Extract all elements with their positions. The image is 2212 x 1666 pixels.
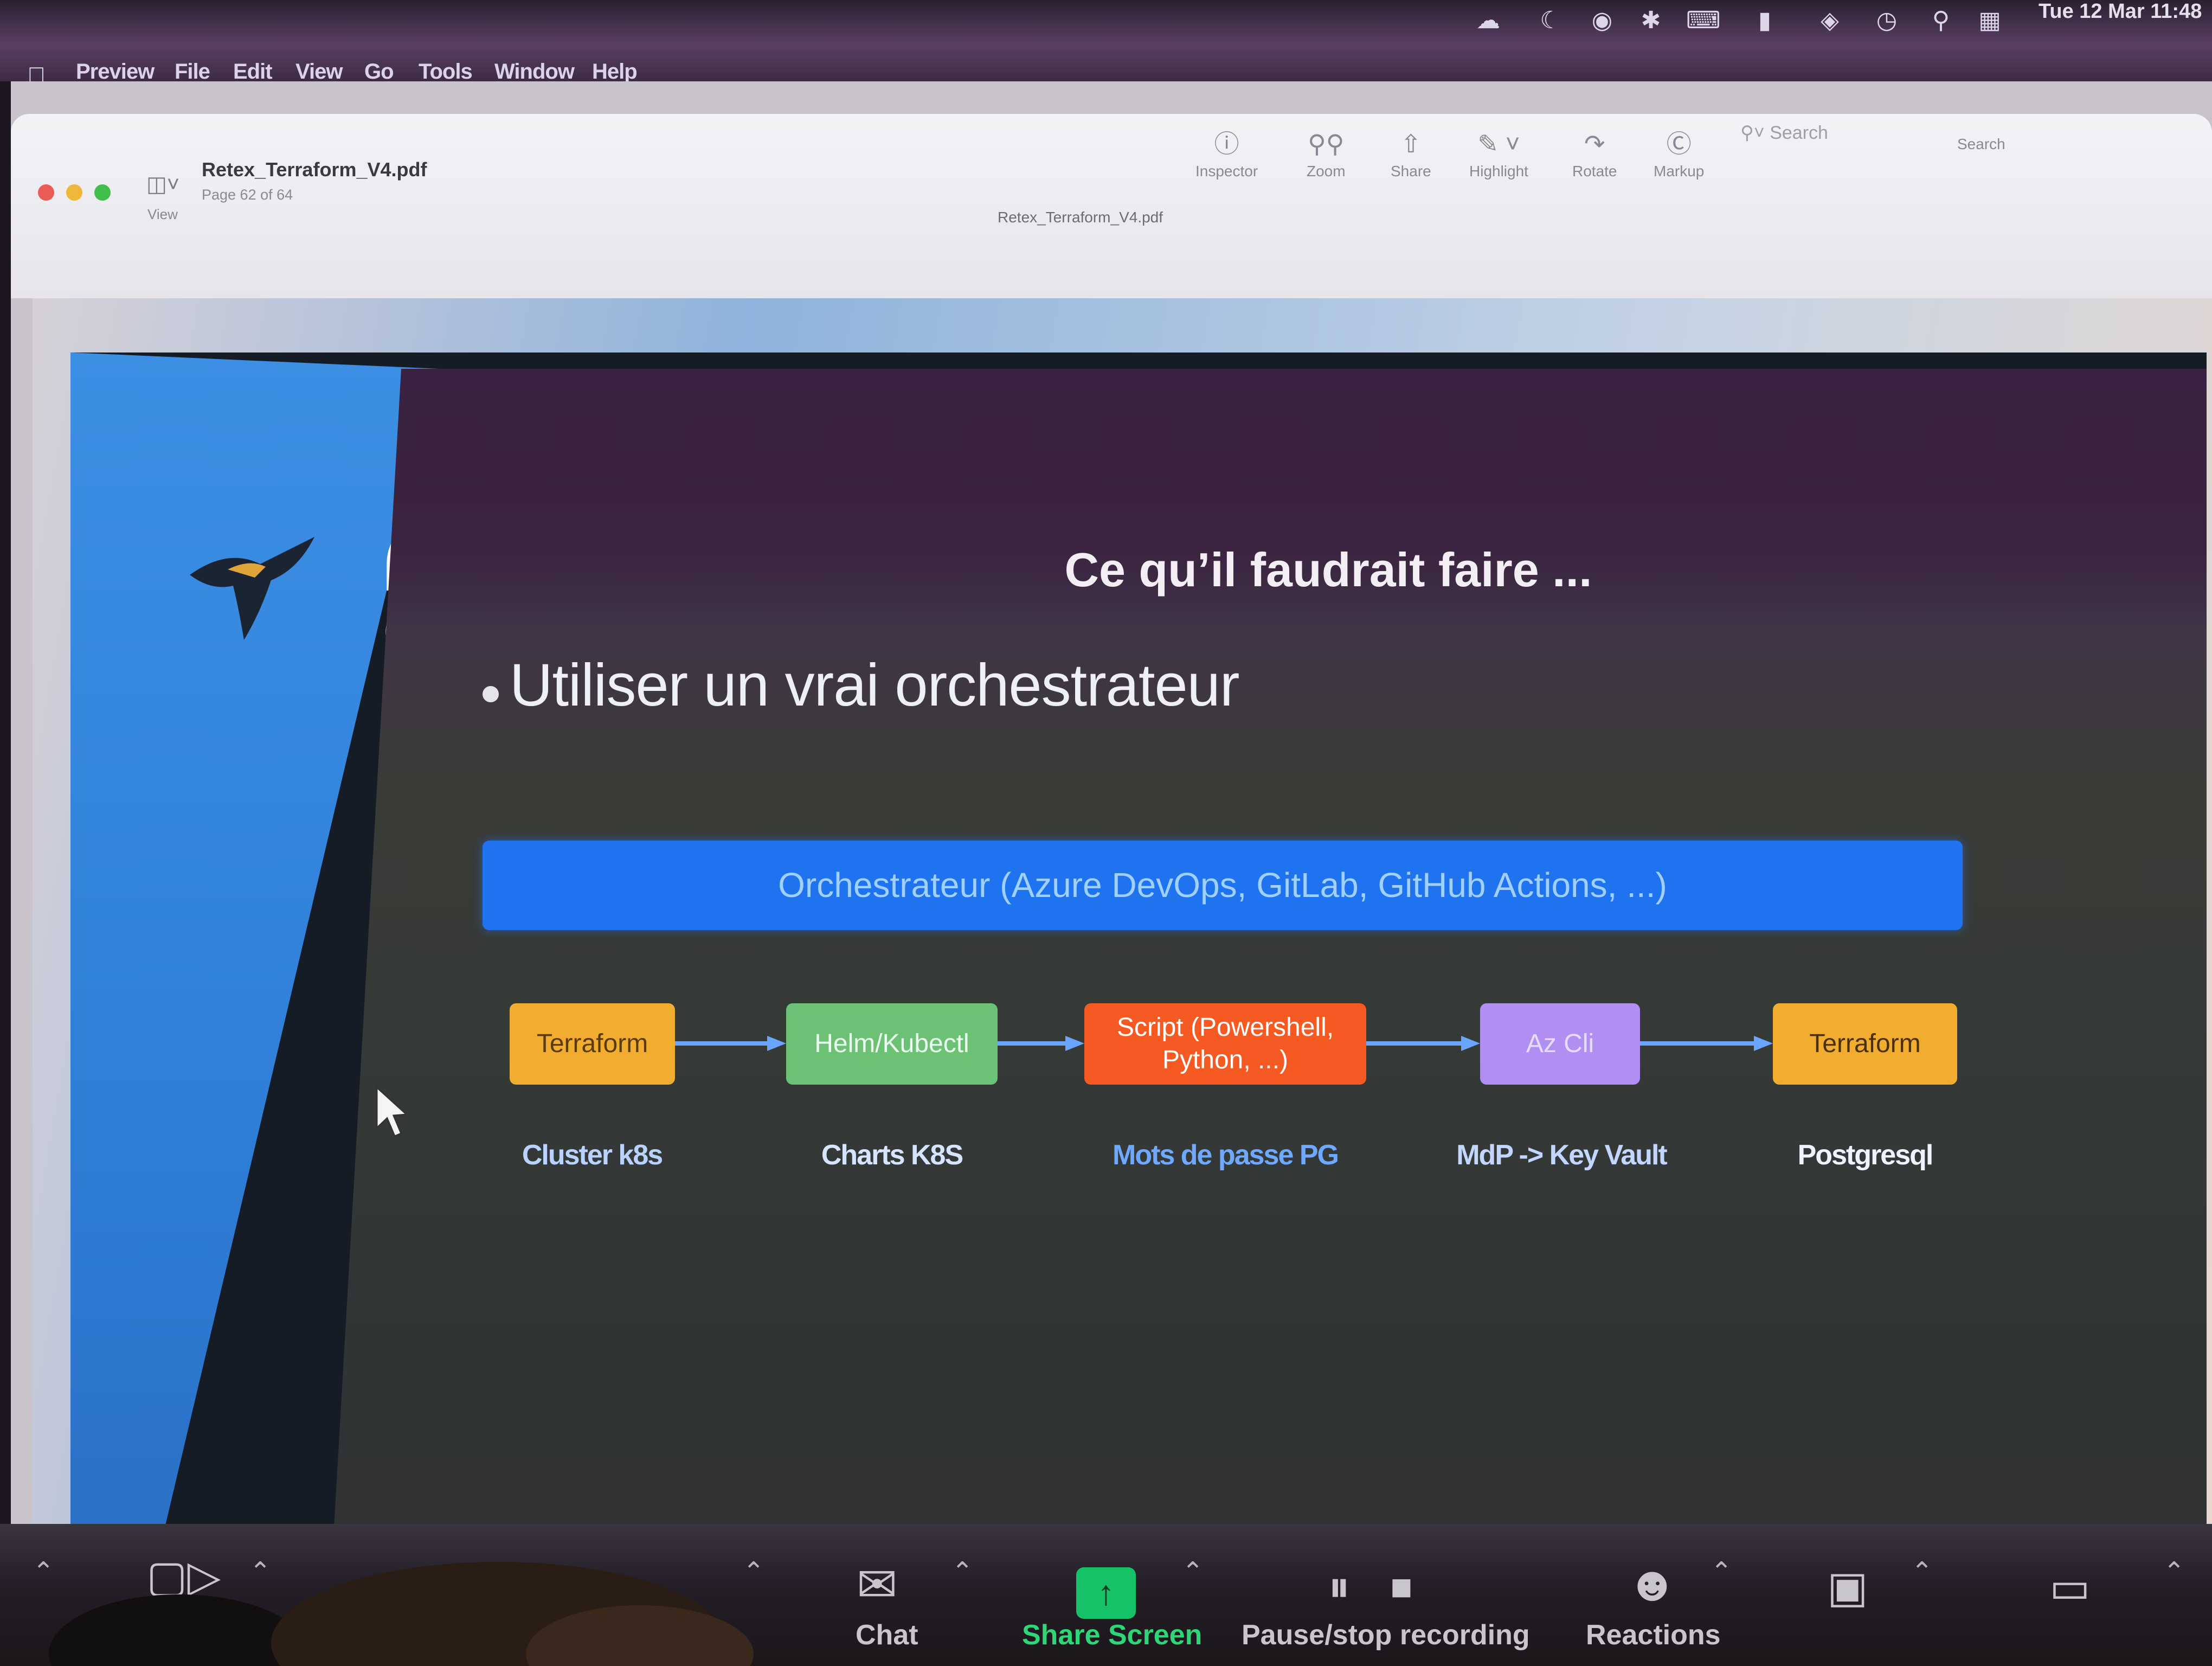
zoom-label: Zoom: [1307, 163, 1346, 180]
window-center-title: Retex_Terraform_V4.pdf: [998, 209, 1163, 226]
pipeline-label-passwords: Mots de passe PG: [1113, 1139, 1339, 1171]
pause-stop-recording-label[interactable]: Pause/stop recording: [1242, 1619, 1530, 1651]
pause-recording-icon[interactable]: ⏸: [1328, 1562, 1350, 1611]
menu-view[interactable]: View: [295, 60, 343, 84]
video-options-caret-icon[interactable]: ⌃: [249, 1558, 272, 1586]
pipeline-box-script: Script (Powershell, Python, ...): [1084, 1003, 1366, 1085]
pipeline-arrow-2: [998, 1036, 1084, 1051]
battery-icon[interactable]: ▮: [1758, 7, 1772, 34]
sidebar-toggle-icon[interactable]: ◫˅: [146, 172, 180, 196]
pipeline-box-helm-kubectl: Helm/Kubectl: [786, 1003, 998, 1085]
mouse-pointer-icon: [376, 1085, 407, 1137]
menu-go[interactable]: Go: [364, 60, 394, 84]
share-screen-label[interactable]: Share Screen: [1022, 1619, 1203, 1651]
rotate-label: Rotate: [1572, 163, 1617, 180]
highlight-label: Highlight: [1469, 163, 1528, 180]
bluetooth-icon[interactable]: ✱: [1641, 7, 1661, 34]
menu-help[interactable]: Help: [592, 60, 638, 84]
window-close-button[interactable]: [38, 184, 54, 201]
apps-caret-icon[interactable]: ⌃: [1911, 1558, 1933, 1586]
markup-icon: Ⓒ: [1666, 130, 1692, 158]
audio-options-caret-icon[interactable]: ⌃: [33, 1558, 55, 1586]
pipeline-label-postgresql: Postgresql: [1797, 1139, 1934, 1171]
search-placeholder: Search: [1770, 123, 1828, 143]
zoom-button[interactable]: ⚲⚲ Zoom: [1307, 125, 1346, 180]
pipeline-label-keyvault: MdP -> Key Vault: [1456, 1139, 1668, 1171]
pipeline-box-terraform-cluster: Terraform: [510, 1003, 675, 1085]
record-icon[interactable]: ◉: [1591, 7, 1613, 34]
slide-content: [331, 369, 2207, 1584]
cloud-icon[interactable]: ☁: [1476, 7, 1500, 34]
pipeline-label-charts: Charts K8S: [821, 1139, 963, 1171]
share-screen-arrow-icon[interactable]: ↑: [1076, 1567, 1136, 1619]
moon-icon[interactable]: ☾: [1540, 7, 1561, 34]
search-label: Search: [1957, 136, 2005, 152]
menu-file[interactable]: File: [175, 60, 210, 84]
menu-window[interactable]: Window: [494, 60, 575, 84]
orchestrator-bar: Orchestrateur (Azure DevOps, GitLab, Git…: [483, 841, 1963, 930]
chat-bubble-icon[interactable]: ✉: [857, 1558, 898, 1612]
pipeline-box-az-cli: Az Cli: [1480, 1003, 1640, 1085]
audience-heads-silhouette: [49, 1562, 754, 1666]
orchestrator-label: Orchestrateur (Azure DevOps, GitLab, Git…: [778, 866, 1667, 905]
rotate-button[interactable]: ↷ Rotate: [1572, 125, 1617, 180]
menu-bar:  Preview File Edit View Go Tools Window…: [0, 0, 2212, 88]
pipeline-arrow-1: [675, 1036, 786, 1051]
control-center-icon[interactable]: ▦: [1978, 7, 2001, 34]
document-page-indicator: Page 62 of 64: [202, 187, 293, 203]
menu-tools[interactable]: Tools: [419, 60, 473, 84]
info-icon: ⓘ: [1214, 130, 1239, 158]
search-field[interactable]: ⚲˅ Search: [1740, 114, 1870, 152]
bullet-icon: [483, 686, 499, 702]
window-zoom-button[interactable]: [94, 184, 111, 201]
rotate-icon: ↷: [1584, 130, 1605, 158]
apps-icon[interactable]: ▣: [1827, 1563, 1868, 1611]
slide-heading: Ce qu’il faudrait faire ...: [1064, 543, 1592, 597]
view-label: View: [147, 206, 178, 222]
chat-label[interactable]: Chat: [856, 1619, 918, 1651]
zoom-in-out-icon: ⚲⚲: [1308, 130, 1345, 158]
video-camera-icon[interactable]: ▢▷: [146, 1552, 221, 1600]
wifi-icon[interactable]: ◈: [1821, 7, 1839, 34]
reactions-label[interactable]: Reactions: [1586, 1619, 1721, 1651]
inspector-button[interactable]: ⓘ Inspector: [1195, 125, 1258, 180]
markup-button[interactable]: Ⓒ Markup: [1654, 125, 1704, 180]
stop-recording-icon[interactable]: ⏹: [1391, 1562, 1412, 1611]
reactions-smiley-icon[interactable]: ☻: [1626, 1557, 1678, 1611]
pipeline-arrow-3: [1366, 1036, 1480, 1051]
share-icon: ⇧: [1400, 130, 1422, 158]
whiteboard-icon[interactable]: ▭: [2049, 1563, 2091, 1611]
menu-edit[interactable]: Edit: [233, 60, 273, 84]
clock-status-icon[interactable]: ◷: [1876, 7, 1898, 34]
share-button[interactable]: ⇧ Share: [1391, 125, 1431, 180]
highlight-button[interactable]: ✎ ˅ Highlight: [1469, 125, 1528, 180]
share-caret-icon[interactable]: ⌃: [1182, 1558, 1204, 1586]
document-canvas: La chaine CD Ce qu’il faudrait faire ...…: [33, 298, 2212, 1584]
menubar-clock[interactable]: Tue 12 Mar 11:48: [2039, 0, 2202, 23]
document-title: Retex_Terraform_V4.pdf: [202, 158, 427, 181]
reactions-caret-icon[interactable]: ⌃: [1711, 1558, 1733, 1586]
pen-icon: ✎ ˅: [1477, 130, 1520, 158]
pipeline-label-cluster: Cluster k8s: [522, 1139, 663, 1171]
keyboard-icon[interactable]: ⌨: [1686, 7, 1721, 34]
chat-caret-icon[interactable]: ⌃: [951, 1558, 974, 1586]
bird-logo-icon: [190, 537, 314, 640]
menu-preview[interactable]: Preview: [76, 60, 155, 84]
slide-bullet: Utiliser un vrai orchestrateur: [510, 652, 1239, 719]
search-icon: ⚲˅: [1740, 123, 1765, 143]
window-titlebar: ◫˅ View Retex_Terraform_V4.pdf Page 62 o…: [11, 114, 2212, 298]
participants-caret-icon[interactable]: ⌃: [743, 1558, 765, 1586]
pipeline-box-terraform-postgres: Terraform: [1773, 1003, 1957, 1085]
whiteboard-caret-icon[interactable]: ⌃: [2163, 1558, 2185, 1586]
preview-window: ◫˅ View Retex_Terraform_V4.pdf Page 62 o…: [11, 81, 2212, 1584]
inspector-label: Inspector: [1195, 163, 1258, 180]
spotlight-search-icon[interactable]: ⚲: [1932, 7, 1950, 34]
markup-label: Markup: [1654, 163, 1705, 180]
window-minimize-button[interactable]: [66, 184, 82, 201]
slide: La chaine CD Ce qu’il faudrait faire ...…: [70, 353, 2207, 1584]
share-label: Share: [1391, 163, 1431, 180]
pipeline-arrow-4: [1640, 1036, 1773, 1051]
